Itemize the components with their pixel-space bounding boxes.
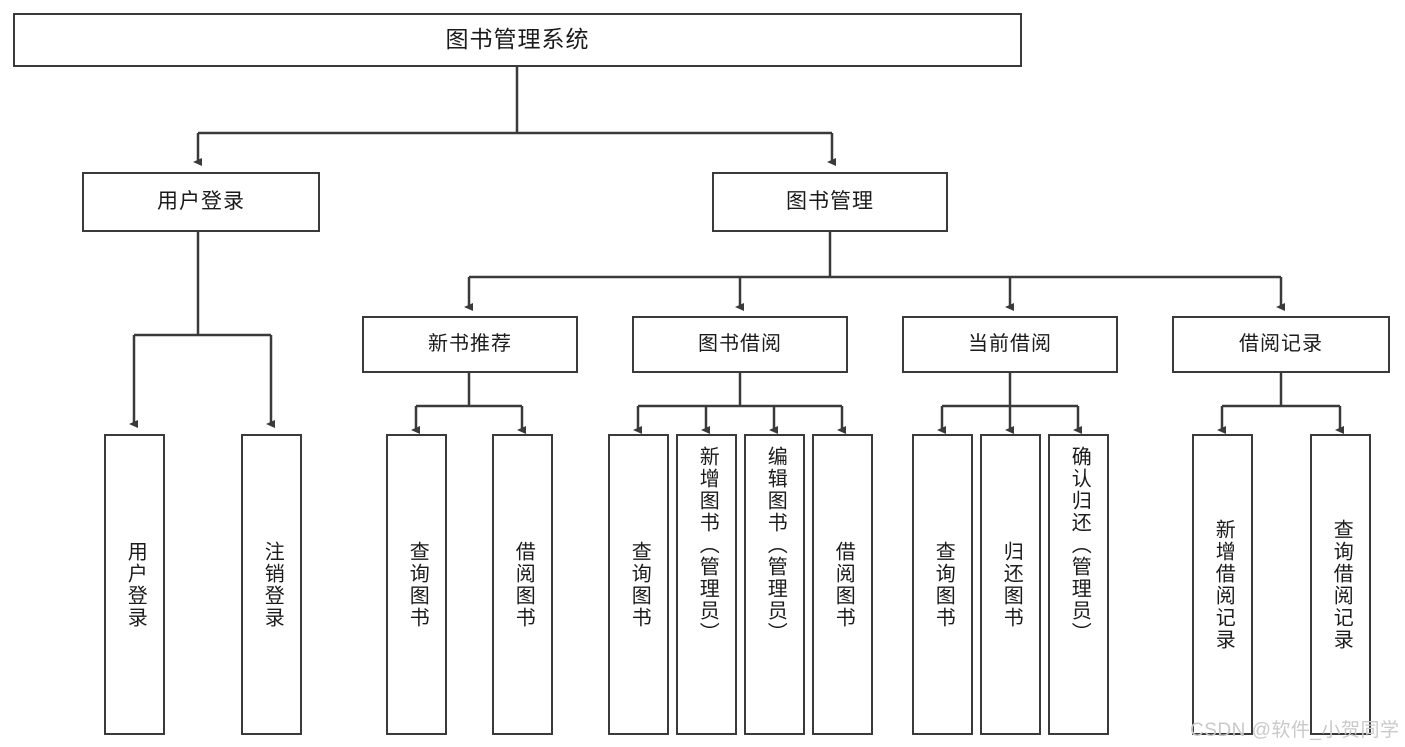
node-label: 查询图书: [406, 540, 429, 629]
node-label: 借阅图书: [832, 540, 855, 629]
node-label: 确认归还（管理员）: [1068, 446, 1091, 644]
node-label: 注销登录: [261, 540, 284, 629]
leaf-logout[interactable]: 注销登录: [241, 434, 302, 735]
node-label: 查询图书: [628, 540, 651, 629]
node-label: 新增借阅记录: [1212, 518, 1235, 651]
node-current-borrow[interactable]: 当前借阅: [902, 316, 1118, 373]
leaf-borrow-book-new-rec[interactable]: 借阅图书: [492, 434, 553, 735]
node-user-login[interactable]: 用户登录: [82, 172, 320, 232]
leaf-borrow-book-borrow[interactable]: 借阅图书: [812, 434, 873, 735]
node-book-management[interactable]: 图书管理: [712, 172, 948, 232]
node-label: 当前借阅: [968, 332, 1052, 355]
leaf-edit-book-admin[interactable]: 编辑图书（管理员）: [744, 434, 805, 735]
leaf-return-book[interactable]: 归还图书: [980, 434, 1041, 735]
leaf-add-borrow-record[interactable]: 新增借阅记录: [1192, 434, 1253, 735]
node-new-book-recommendation[interactable]: 新书推荐: [362, 316, 578, 373]
leaf-query-book-borrow[interactable]: 查询图书: [608, 434, 669, 735]
node-label: 图书管理系统: [445, 26, 590, 53]
node-label: 查询图书: [932, 540, 955, 629]
leaf-user-login[interactable]: 用户登录: [104, 434, 165, 735]
node-label: 归还图书: [1000, 540, 1023, 629]
node-label: 借阅记录: [1239, 332, 1323, 355]
node-root-book-management-system[interactable]: 图书管理系统: [13, 13, 1022, 67]
leaf-confirm-return-admin[interactable]: 确认归还（管理员）: [1048, 434, 1109, 735]
node-label: 图书借阅: [698, 332, 782, 355]
node-label: 编辑图书（管理员）: [764, 446, 787, 644]
node-label: 借阅图书: [512, 540, 535, 629]
leaf-query-book-new-rec[interactable]: 查询图书: [386, 434, 447, 735]
node-label: 用户登录: [157, 189, 245, 213]
node-label: 新书推荐: [428, 332, 512, 355]
leaf-query-borrow-record[interactable]: 查询借阅记录: [1310, 434, 1371, 735]
node-label: 用户登录: [124, 540, 147, 629]
watermark-csdn: CSDN @软件_小贺同学: [1190, 720, 1400, 741]
node-label: 图书管理: [786, 189, 874, 213]
leaf-add-book-admin[interactable]: 新增图书（管理员）: [676, 434, 737, 735]
node-borrow-record[interactable]: 借阅记录: [1172, 316, 1390, 373]
node-label: 查询借阅记录: [1330, 518, 1353, 651]
node-label: 新增图书（管理员）: [696, 446, 719, 644]
node-book-borrow[interactable]: 图书借阅: [632, 316, 848, 373]
leaf-query-book-current[interactable]: 查询图书: [912, 434, 973, 735]
